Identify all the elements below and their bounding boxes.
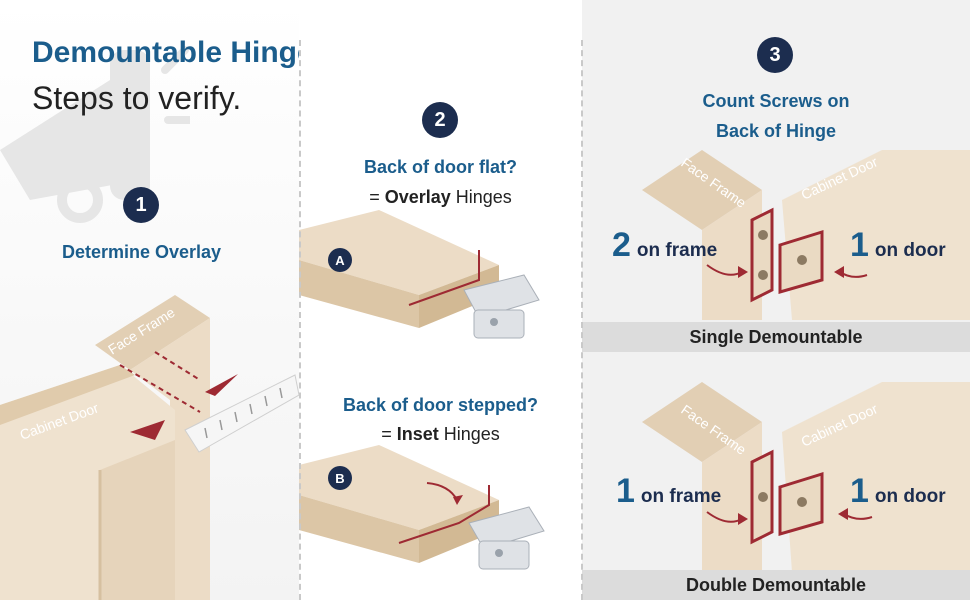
step2-answer-b: = Inset Hinges [381, 424, 500, 444]
divider-step1-step2 [299, 40, 301, 600]
badge-a: A [328, 248, 352, 272]
single-demountable-band: Single Demountable [582, 322, 970, 352]
double-demountable-band: Double Demountable [582, 570, 970, 600]
step2-question-a: Back of door flat? [363, 157, 517, 177]
step3-number: 3 [757, 37, 793, 73]
divider-step2-step3 [581, 40, 583, 600]
step1-heading: Determine Overlay [61, 242, 222, 262]
step3-heading-line2: Back of Hinge [715, 121, 837, 141]
step2-question-b: Back of door stepped? [342, 395, 539, 415]
badge-b: B [328, 466, 352, 490]
overlay-door-illustration [299, 210, 540, 339]
inset-door-illustration [299, 445, 545, 570]
double-demountable-illustration: Face Frame Cabinet Door [642, 382, 970, 572]
step1-number: 1 [123, 187, 159, 223]
step3-heading-line1: Count Screws on [702, 91, 850, 111]
step1-panel: Face Frame Cabinet Door [0, 0, 299, 600]
step2-panel: A B [299, 0, 582, 600]
page-title: Demountable Hinges: [32, 36, 339, 70]
megaphone-icon [0, 46, 190, 223]
page-subtitle: Steps to verify. [32, 80, 242, 116]
step3-panel: Face Frame Cabinet Door Face Frame Cabin… [582, 0, 970, 600]
step2-number: 2 [422, 102, 458, 138]
step2-answer-a: = Overlay Hinges [369, 187, 512, 207]
cabinet-overlay-illustration: Face Frame Cabinet Door [0, 295, 299, 600]
single-demountable-illustration: Face Frame Cabinet Door [642, 150, 970, 320]
